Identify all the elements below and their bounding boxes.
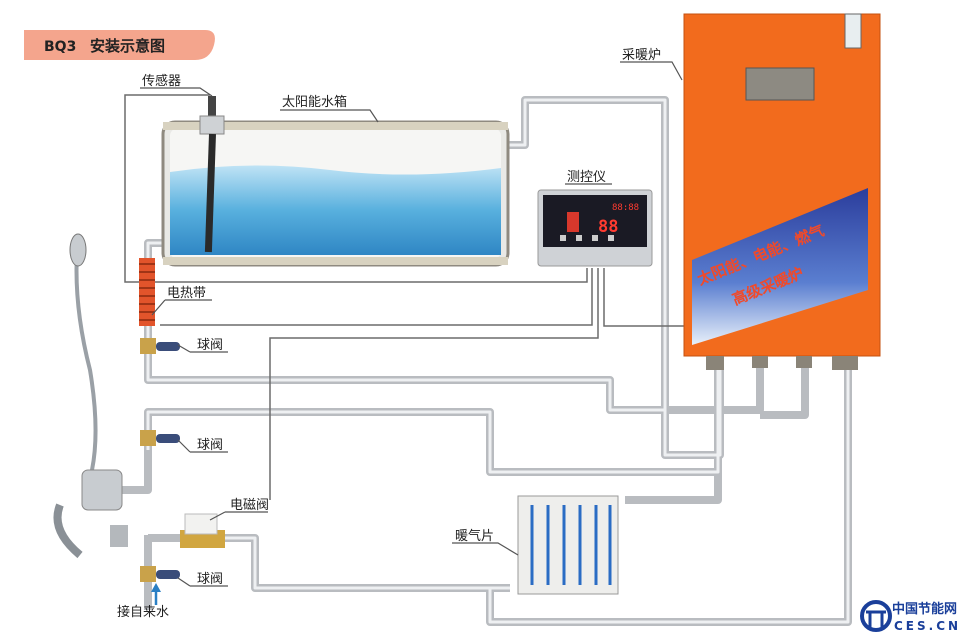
label-radiator: 暖气片 (455, 528, 494, 544)
wires (124, 94, 686, 500)
ball-valve-2[interactable] (140, 430, 180, 446)
logo-cn: 中国节能网 (892, 601, 957, 617)
controller-time: 88:88 (612, 203, 639, 213)
label-sensor: 传感器 (142, 73, 181, 89)
sensor (199, 96, 225, 253)
ces-logo: 中国节能网 CES.CN (860, 600, 961, 633)
ball-valve-3[interactable] (140, 566, 180, 582)
label-boiler: 采暖炉 (622, 48, 661, 63)
label-solar-tank: 太阳能水箱 (282, 94, 347, 110)
radiator (517, 495, 619, 595)
ball-valve-1[interactable] (140, 338, 180, 354)
shower-fixture (53, 233, 128, 559)
controller-button[interactable] (576, 235, 582, 241)
controller-button[interactable] (560, 235, 566, 241)
labels: 传感器 太阳能水箱 采暖炉 测控仪 电热带 球阀 球阀 电磁阀 暖气片 球阀 接… (117, 48, 661, 620)
boiler: 太阳能、电能、燃气 高级采暖炉 (683, 13, 881, 370)
leader-lines (140, 61, 683, 587)
label-heat-tape: 电热带 (167, 286, 206, 301)
logo-en: CES.CN (894, 619, 961, 633)
tap-water-arrow-icon (151, 583, 161, 605)
solenoid-valve[interactable] (180, 513, 225, 548)
label-ball-valve-1: 球阀 (197, 338, 223, 353)
label-ball-valve-3: 球阀 (197, 572, 223, 587)
heat-tape (139, 258, 155, 326)
label-controller: 测控仪 (567, 170, 606, 185)
title-code: BQ3 (44, 39, 76, 55)
label-tap-water: 接自来水 (117, 604, 169, 620)
label-solenoid-valve: 电磁阀 (230, 498, 269, 513)
label-ball-valve-2: 球阀 (197, 438, 223, 453)
controller-button[interactable] (608, 235, 614, 241)
controller-button[interactable] (592, 235, 598, 241)
solar-tank (161, 120, 510, 267)
controller: 88:88 88 (537, 189, 653, 267)
title-text: 安装示意图 (90, 37, 165, 55)
title-tag: BQ3 安装示意图 (24, 30, 215, 60)
controller-temp: 88 (598, 217, 618, 237)
